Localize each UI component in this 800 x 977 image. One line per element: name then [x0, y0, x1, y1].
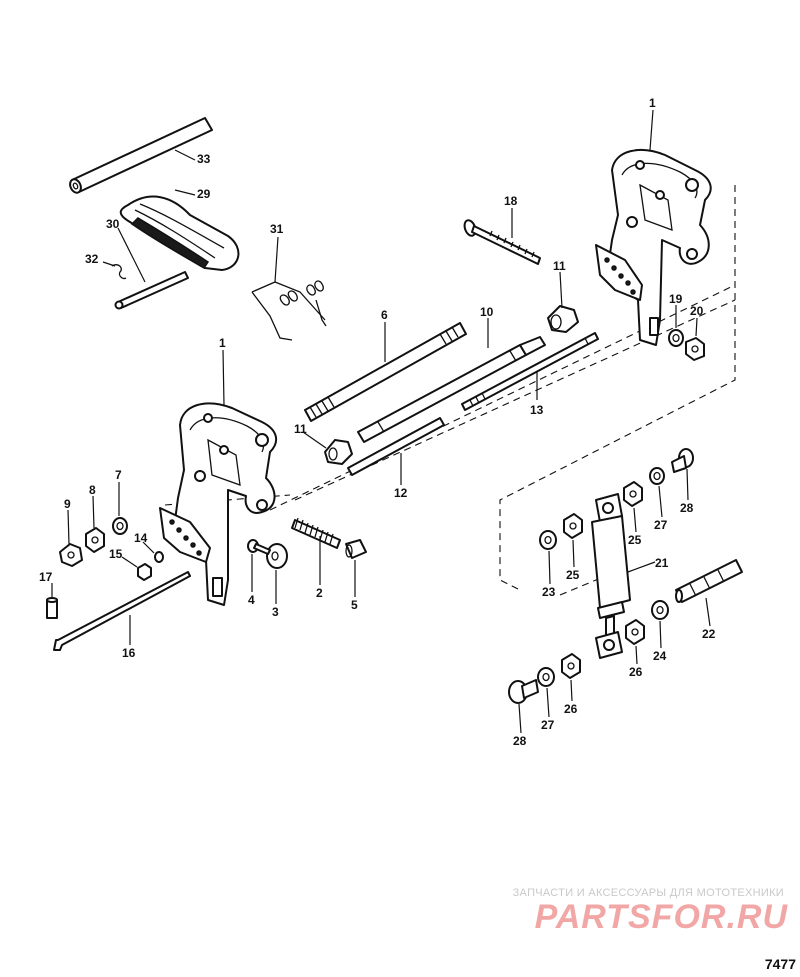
part-12-rod — [347, 417, 445, 476]
part-27-washer-upper — [649, 467, 665, 485]
part-28-pin-upper — [671, 448, 694, 473]
part-9-cap-nut — [59, 543, 83, 567]
callout-14: 14 — [134, 531, 148, 545]
leader-lines — [51, 109, 711, 734]
watermark-tagline: ЗАПЧАСТИ И АКСЕССУАРЫ ДЛЯ МОТОТЕХНИКИ — [512, 887, 784, 899]
part-13-rod — [461, 332, 599, 411]
callout-25-lower: 25 — [566, 568, 580, 582]
part-29-strap — [119, 195, 240, 271]
part-25-bushing-lower — [563, 513, 583, 539]
callout-4: 4 — [248, 593, 255, 607]
callout-30: 30 — [106, 217, 120, 231]
callout-28-upper: 28 — [680, 501, 694, 515]
part-32-cotter-pin — [111, 264, 127, 280]
callout-1-right: 1 — [649, 96, 656, 110]
callout-27-upper: 27 — [654, 518, 668, 532]
callout-29: 29 — [197, 187, 211, 201]
callout-9: 9 — [64, 497, 71, 511]
callout-16: 16 — [122, 646, 136, 660]
part-24-washer — [651, 600, 669, 620]
callout-11-left: 11 — [294, 422, 307, 436]
part-2-spring — [291, 517, 341, 549]
part-21-shock-absorber — [591, 493, 631, 659]
callout-28-lower: 28 — [513, 734, 527, 748]
callout-12: 12 — [394, 486, 408, 500]
callout-6: 6 — [381, 308, 388, 322]
part-26-bushing-left — [561, 653, 581, 679]
part-11-nut-left — [324, 439, 353, 465]
callout-10: 10 — [480, 305, 494, 319]
callout-19: 19 — [669, 292, 683, 306]
part-8-nut — [85, 527, 105, 553]
part-27-washer-lower — [537, 667, 555, 687]
callout-24: 24 — [653, 649, 667, 663]
part-23-washer — [539, 530, 557, 550]
callout-5: 5 — [351, 598, 358, 612]
part-4-screw — [247, 539, 271, 555]
callout-20: 20 — [690, 304, 704, 318]
part-3-washer — [266, 543, 288, 569]
callout-18: 18 — [504, 194, 518, 208]
part-10-shaft — [357, 336, 546, 443]
callout-22: 22 — [702, 627, 716, 641]
callout-26-left: 26 — [564, 702, 578, 716]
callout-25-upper: 25 — [628, 533, 642, 547]
part-5-bushing — [345, 539, 367, 559]
part-11-nut-right — [547, 305, 579, 333]
part-28-pin-lower — [508, 679, 539, 704]
part-1-bracket-right — [595, 149, 712, 346]
callout-15: 15 — [109, 547, 123, 561]
callout-13: 13 — [530, 403, 544, 417]
callout-2: 2 — [316, 586, 323, 600]
callout-23: 23 — [542, 585, 556, 599]
callout-labels: 1 1 2 3 4 5 6 7 8 9 10 11 11 12 13 14 15… — [39, 96, 716, 748]
part-22-cylinder — [675, 559, 743, 603]
part-7-washer — [112, 517, 128, 535]
part-31-spring — [251, 280, 327, 341]
callout-33: 33 — [197, 152, 211, 166]
callout-27-lower: 27 — [541, 718, 555, 732]
part-25-bushing-upper — [623, 481, 643, 507]
part-16-rod — [53, 571, 191, 651]
part-30-pin — [114, 271, 189, 310]
part-18-bolt — [463, 219, 541, 265]
callout-17: 17 — [39, 570, 53, 584]
callout-21: 21 — [655, 556, 669, 570]
part-6-threaded-rod — [304, 322, 467, 422]
callout-3: 3 — [272, 605, 279, 619]
drawing-number: 7477 — [764, 956, 796, 972]
part-26-bushing-right — [625, 619, 645, 645]
callout-8: 8 — [89, 483, 96, 497]
callout-1-left: 1 — [219, 336, 226, 350]
callout-31: 31 — [270, 222, 284, 236]
callout-32: 32 — [85, 252, 99, 266]
watermark-logo: PARTSFOR.RU — [534, 898, 788, 936]
callout-26-right: 26 — [629, 665, 643, 679]
part-1-bracket-left — [159, 402, 278, 606]
part-20-nut — [685, 337, 705, 361]
part-14-washer — [154, 551, 164, 563]
part-33-tube — [69, 117, 213, 194]
part-17-sleeve — [46, 597, 58, 619]
part-15-nut — [137, 563, 152, 581]
part-19-washer — [668, 329, 684, 347]
callout-11-right: 11 — [553, 259, 566, 273]
callout-7: 7 — [115, 468, 122, 482]
